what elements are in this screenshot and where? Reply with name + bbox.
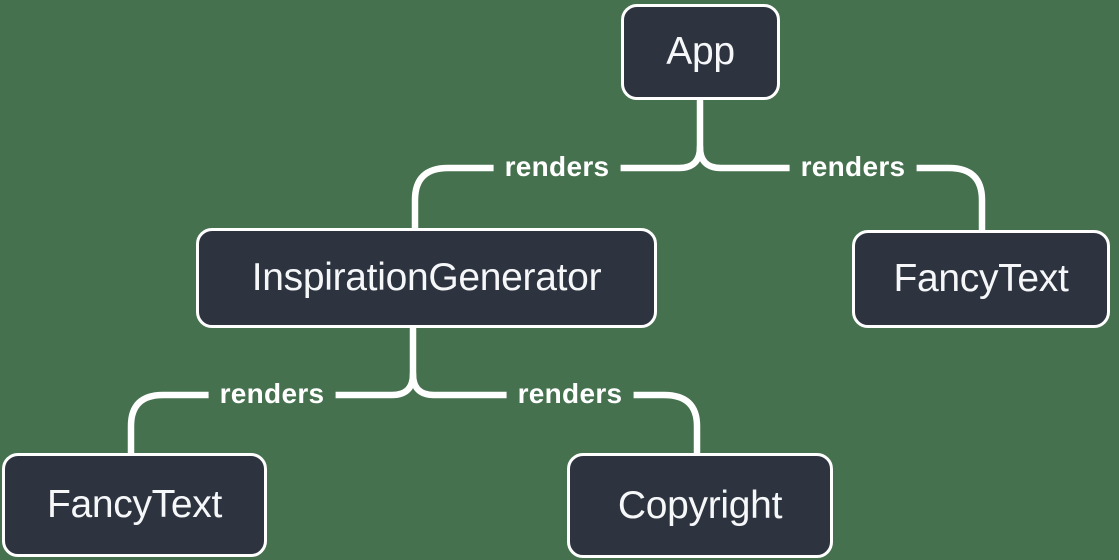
node-inspiration-generator: InspirationGenerator [196,228,657,328]
node-fancy-text-bottom-label: FancyText [46,483,223,526]
edge-label-renders-inspirationgenerator-fancytext: renders [208,377,336,411]
edge-label-renders-app-inspirationgenerator: renders [493,150,621,184]
node-inspiration-generator-label: InspirationGenerator [251,256,602,299]
edge-app-to-fancytext [696,143,986,235]
node-app: App [621,4,780,100]
node-fancy-text-bottom: FancyText [2,453,267,557]
edge-inspirationgenerator-to-copyright [409,370,701,458]
edge-label-renders-app-fancytext: renders [789,150,917,184]
node-copyright-label: Copyright [617,483,783,527]
edge-label-renders-inspirationgenerator-copyright: renders [506,377,634,411]
node-app-label: App [666,30,735,73]
node-fancy-text-top-label: FancyText [893,257,1069,300]
node-fancy-text-top: FancyText [852,230,1110,328]
node-copyright: Copyright [567,453,833,558]
